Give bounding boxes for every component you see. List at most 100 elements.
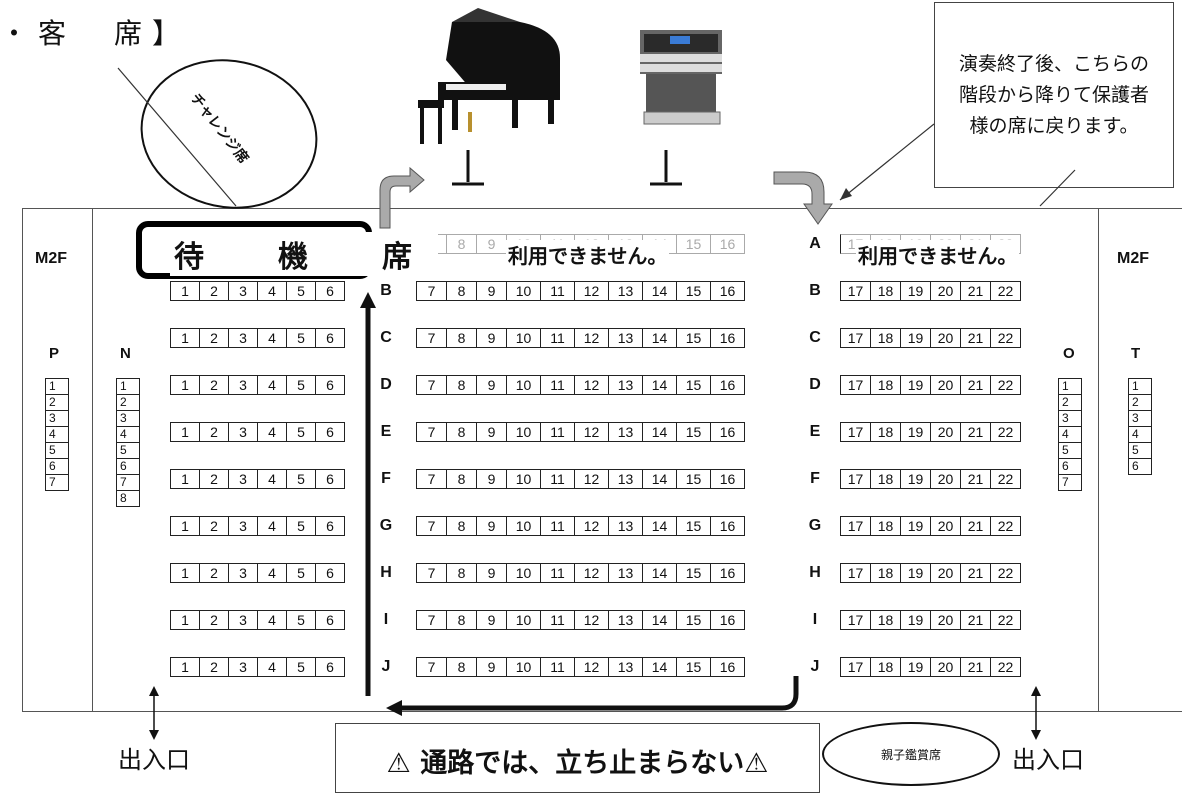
- seat-p-2: 2: [45, 395, 69, 411]
- seat-i-4: 4: [258, 610, 287, 630]
- row-letter-right-f: F: [810, 470, 820, 487]
- stage-exit-arrow: [773, 171, 833, 225]
- seat-b-7: 7: [416, 281, 447, 301]
- seat-d-7: 7: [416, 375, 447, 395]
- left-balcony-divider: [92, 208, 93, 712]
- seat-f-11: 11: [541, 469, 575, 489]
- seat-h-17: 17: [840, 563, 871, 583]
- seat-o-3: 3: [1058, 411, 1082, 427]
- seat-i-22: 22: [991, 610, 1021, 630]
- seat-j-19: 19: [901, 657, 931, 677]
- m2f-right-label: M2F: [1117, 250, 1149, 267]
- seat-i-13: 13: [609, 610, 643, 630]
- seat-e-21: 21: [961, 422, 991, 442]
- seat-t-6: 6: [1128, 459, 1152, 475]
- seat-j-10: 10: [507, 657, 541, 677]
- seat-n-3: 3: [116, 411, 140, 427]
- seat-c-6: 6: [316, 328, 345, 348]
- seat-j-3: 3: [229, 657, 258, 677]
- seat-g-15: 15: [677, 516, 711, 536]
- seat-p-5: 5: [45, 443, 69, 459]
- seat-g-16: 16: [711, 516, 745, 536]
- seat-n-6: 6: [116, 459, 140, 475]
- seat-h-3: 3: [229, 563, 258, 583]
- seat-f-22: 22: [991, 469, 1021, 489]
- seat-i-11: 11: [541, 610, 575, 630]
- seat-e-5: 5: [287, 422, 316, 442]
- seat-d-4: 4: [258, 375, 287, 395]
- seat-e-2: 2: [200, 422, 229, 442]
- seat-b-18: 18: [871, 281, 901, 301]
- seat-j-4: 4: [258, 657, 287, 677]
- seat-f-3: 3: [229, 469, 258, 489]
- seat-e-19: 19: [901, 422, 931, 442]
- seat-c-16: 16: [711, 328, 745, 348]
- seat-d-5: 5: [287, 375, 316, 395]
- seat-d-13: 13: [609, 375, 643, 395]
- col-t-label: T: [1131, 345, 1141, 362]
- row-letter-left-i: I: [383, 611, 389, 628]
- seat-o-4: 4: [1058, 427, 1082, 443]
- seat-j-21: 21: [961, 657, 991, 677]
- seat-g-20: 20: [931, 516, 961, 536]
- seat-i-7: 7: [416, 610, 447, 630]
- seat-p-3: 3: [45, 411, 69, 427]
- seat-c-13: 13: [609, 328, 643, 348]
- seat-c-9: 9: [477, 328, 507, 348]
- seat-j-14: 14: [643, 657, 677, 677]
- seat-c-12: 12: [575, 328, 609, 348]
- seat-h-22: 22: [991, 563, 1021, 583]
- seat-n-2: 2: [116, 395, 140, 411]
- seat-j-18: 18: [871, 657, 901, 677]
- seat-c-2: 2: [200, 328, 229, 348]
- seat-b-11: 11: [541, 281, 575, 301]
- seat-i-8: 8: [447, 610, 477, 630]
- seat-d-11: 11: [541, 375, 575, 395]
- row-letter-right-a: A: [809, 235, 821, 252]
- seat-h-8: 8: [447, 563, 477, 583]
- seat-i-9: 9: [477, 610, 507, 630]
- seat-b-10: 10: [507, 281, 541, 301]
- seat-d-9: 9: [477, 375, 507, 395]
- seat-i-16: 16: [711, 610, 745, 630]
- seat-b-14: 14: [643, 281, 677, 301]
- seat-i-1: 1: [170, 610, 200, 630]
- seat-f-14: 14: [643, 469, 677, 489]
- seat-d-19: 19: [901, 375, 931, 395]
- hall-frame: [22, 208, 1182, 712]
- seat-f-5: 5: [287, 469, 316, 489]
- seat-e-14: 14: [643, 422, 677, 442]
- seat-e-20: 20: [931, 422, 961, 442]
- col-n-label: N: [120, 345, 131, 362]
- row-letter-right-d: D: [809, 376, 821, 393]
- seat-e-12: 12: [575, 422, 609, 442]
- seat-p-6: 6: [45, 459, 69, 475]
- seat-h-5: 5: [287, 563, 316, 583]
- seat-i-17: 17: [840, 610, 871, 630]
- seat-d-2: 2: [200, 375, 229, 395]
- seat-t-1: 1: [1128, 378, 1152, 395]
- seat-g-13: 13: [609, 516, 643, 536]
- seat-j-8: 8: [447, 657, 477, 677]
- seat-c-1: 1: [170, 328, 200, 348]
- seat-e-6: 6: [316, 422, 345, 442]
- row-letter-right-j: J: [810, 658, 820, 675]
- seat-i-6: 6: [316, 610, 345, 630]
- note-pointer-arrowhead: [840, 188, 852, 200]
- seat-e-4: 4: [258, 422, 287, 442]
